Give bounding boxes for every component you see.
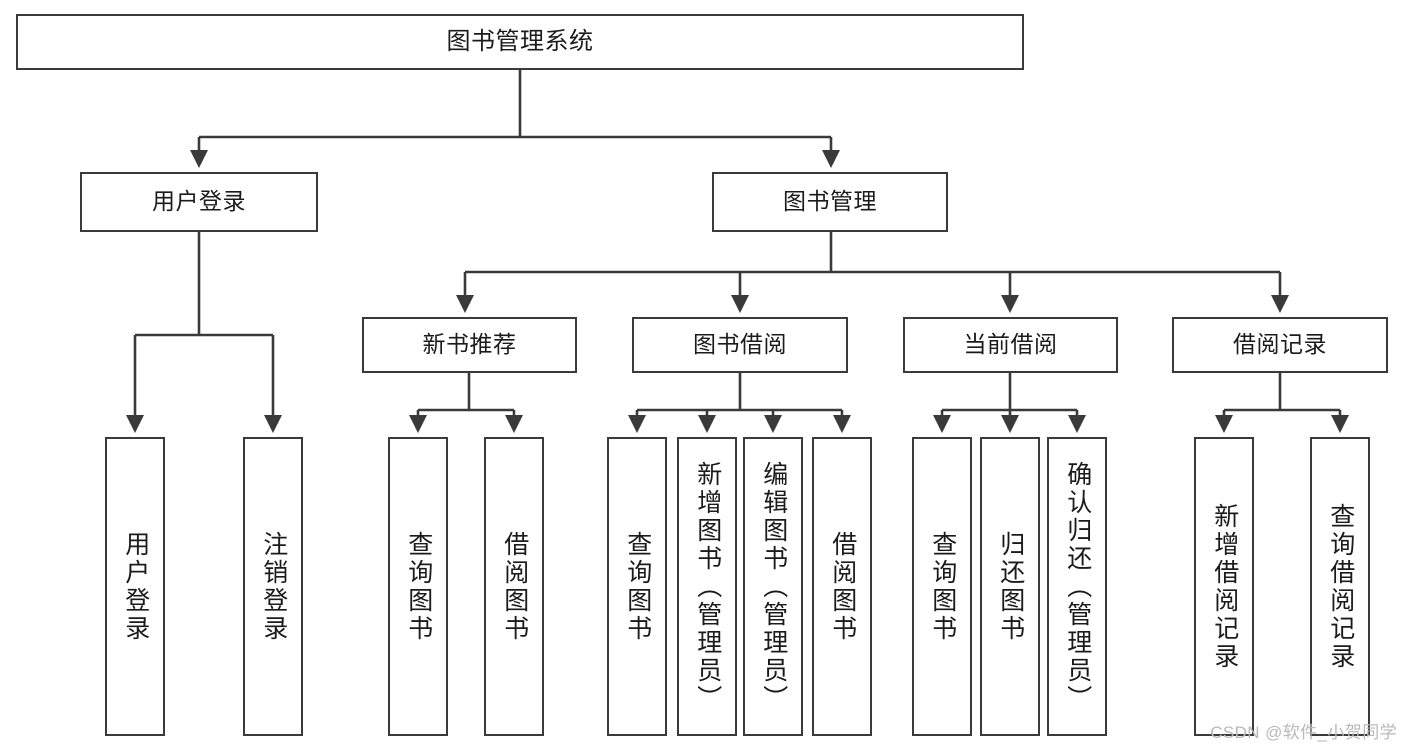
node-leaf-confirm-return-admin[interactable]: 确认归还（管理员）	[1047, 437, 1107, 736]
node-leaf-edit-book-admin[interactable]: 编辑图书（管理员）	[743, 437, 803, 736]
node-root-system[interactable]: 图书管理系统	[16, 14, 1024, 70]
node-leaf-logout[interactable]: 注销登录	[243, 437, 303, 736]
node-label: 图书管理	[783, 188, 877, 215]
node-leaf-query-borrow-record[interactable]: 查询借阅记录	[1310, 437, 1370, 736]
node-label: 确认归还（管理员）	[1063, 460, 1092, 713]
node-book-management[interactable]: 图书管理	[712, 172, 948, 232]
node-label: 用户登录	[121, 530, 150, 643]
node-label: 借阅记录	[1233, 331, 1327, 358]
node-leaf-user-login[interactable]: 用户登录	[105, 437, 165, 736]
node-label: 借阅图书	[828, 530, 857, 643]
node-label: 注销登录	[259, 530, 288, 643]
node-book-borrow[interactable]: 图书借阅	[632, 317, 848, 373]
watermark-text: CSDN @软件_小贺同学	[1210, 723, 1397, 742]
node-leaf-current-query-book[interactable]: 查询图书	[912, 437, 972, 736]
node-label: 查询借阅记录	[1326, 502, 1355, 671]
node-label: 借阅图书	[500, 530, 529, 643]
node-label: 新增图书（管理员）	[693, 460, 722, 713]
node-leaf-borrow-book[interactable]: 借阅图书	[812, 437, 872, 736]
node-leaf-return-book[interactable]: 归还图书	[980, 437, 1040, 736]
node-label: 查询图书	[623, 530, 652, 643]
node-new-book-recommend[interactable]: 新书推荐	[362, 317, 577, 373]
node-label: 查询图书	[928, 530, 957, 643]
node-borrow-record[interactable]: 借阅记录	[1172, 317, 1388, 373]
node-label: 当前借阅	[963, 331, 1058, 358]
node-label: 图书管理系统	[446, 27, 594, 55]
node-label: 归还图书	[996, 530, 1025, 643]
node-current-borrow[interactable]: 当前借阅	[903, 317, 1118, 373]
node-leaf-borrow-query-book[interactable]: 查询图书	[607, 437, 667, 736]
node-leaf-add-book-admin[interactable]: 新增图书（管理员）	[677, 437, 737, 736]
node-label: 图书借阅	[693, 331, 787, 358]
node-leaf-recommend-query-book[interactable]: 查询图书	[388, 437, 448, 736]
node-user-login[interactable]: 用户登录	[80, 172, 318, 232]
node-label: 用户登录	[152, 188, 246, 215]
node-label: 查询图书	[404, 530, 433, 643]
node-leaf-add-borrow-record[interactable]: 新增借阅记录	[1194, 437, 1254, 736]
node-label: 新增借阅记录	[1210, 502, 1239, 671]
node-label: 编辑图书（管理员）	[759, 460, 788, 713]
node-label: 新书推荐	[422, 331, 517, 358]
node-leaf-recommend-borrow-book[interactable]: 借阅图书	[484, 437, 544, 736]
